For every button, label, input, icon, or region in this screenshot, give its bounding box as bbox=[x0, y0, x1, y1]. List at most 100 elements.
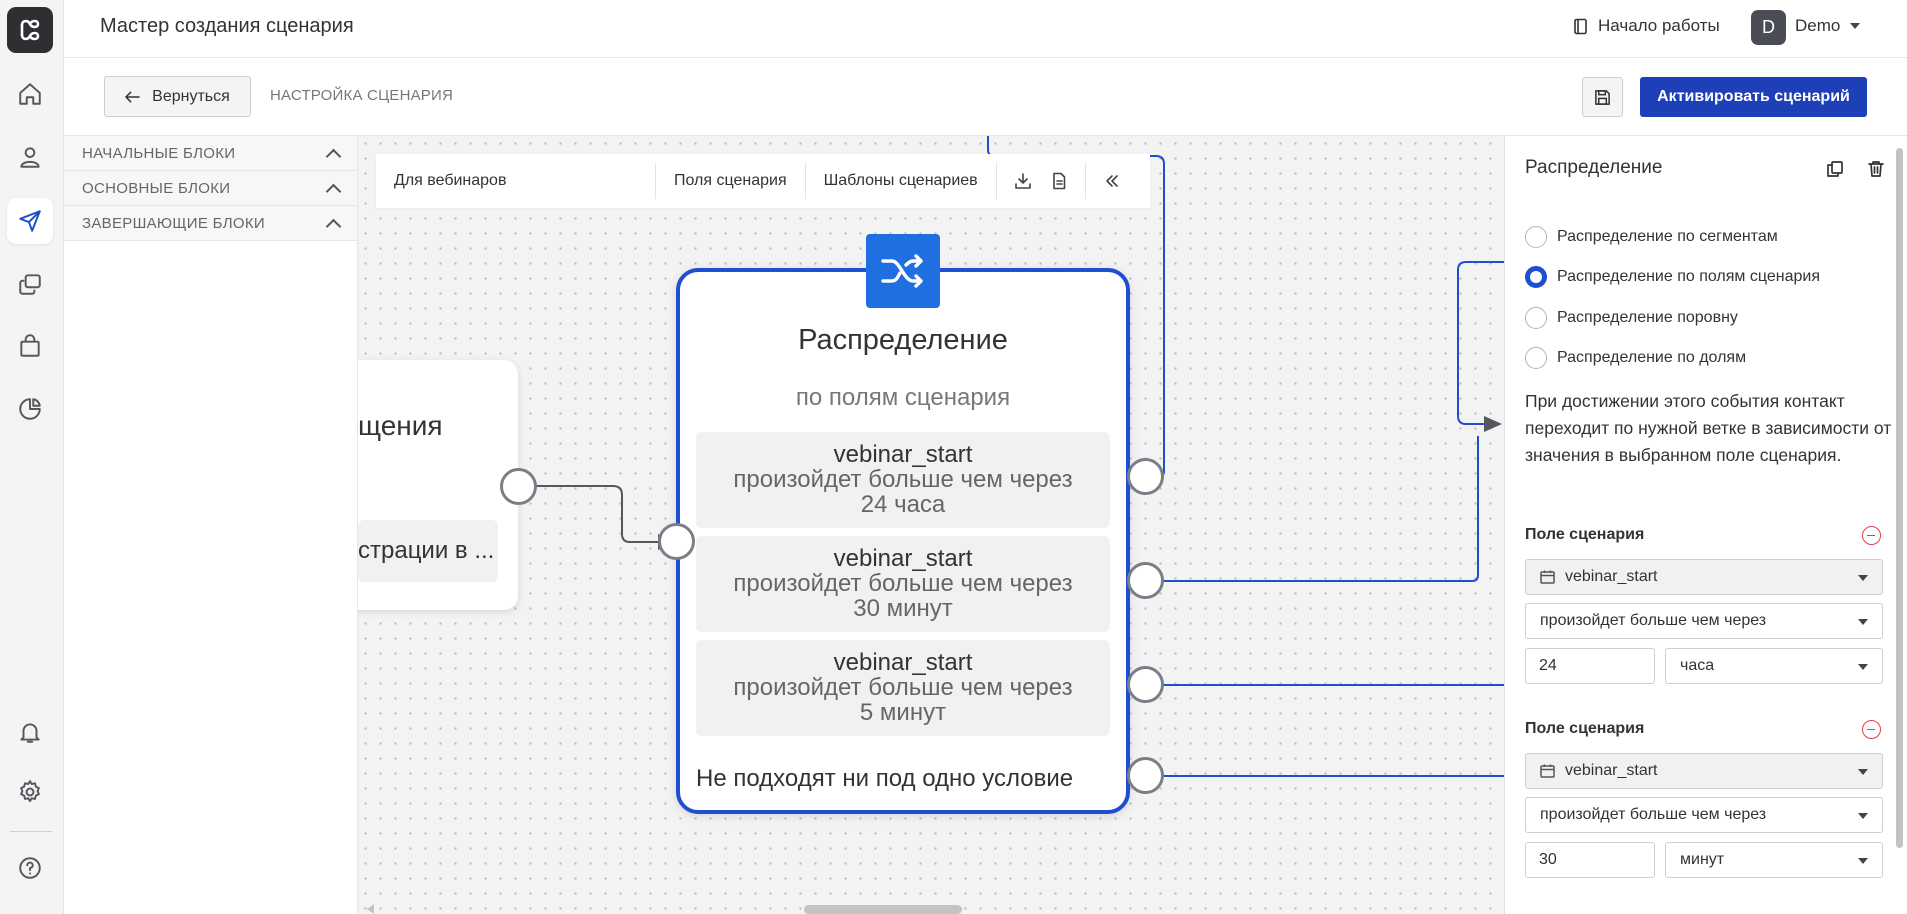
distribution-option[interactable]: Распределение по сегментам bbox=[1525, 226, 1778, 248]
category-select[interactable]: Для вебинаров bbox=[376, 163, 656, 199]
panel-description: При достижении этого события контакт пер… bbox=[1525, 391, 1892, 465]
scroll-left-arrow[interactable] bbox=[367, 904, 374, 914]
download-button[interactable] bbox=[1005, 163, 1041, 199]
field-select-value: vebinar_start bbox=[1565, 568, 1658, 585]
condition-field: vebinar_start bbox=[833, 441, 973, 468]
condition-row[interactable]: vebinar_start произойдет больше чем чере… bbox=[696, 640, 1110, 736]
logo-icon bbox=[20, 19, 40, 41]
nav-shop[interactable] bbox=[7, 323, 53, 369]
back-button[interactable]: Вернуться bbox=[104, 76, 251, 117]
fallback-label: Не подходят ни под одно условие bbox=[696, 765, 1074, 792]
nav-help[interactable] bbox=[7, 845, 53, 891]
condition-row[interactable]: vebinar_start произойдет больше чем чере… bbox=[696, 432, 1110, 528]
output-port[interactable] bbox=[1127, 458, 1164, 495]
wire-condition-2 bbox=[1148, 436, 1479, 582]
previous-node[interactable]: щения страции в ... bbox=[358, 360, 518, 610]
output-port[interactable] bbox=[1127, 562, 1164, 599]
bell-icon bbox=[20, 723, 40, 743]
radio-button-selected[interactable] bbox=[1525, 266, 1547, 288]
field-select[interactable]: vebinar_start bbox=[1525, 559, 1883, 595]
condition-field: vebinar_start bbox=[833, 545, 973, 572]
getting-started-link[interactable]: Начало работы bbox=[1573, 16, 1720, 36]
nav-home[interactable] bbox=[7, 71, 53, 117]
properties-panel: Распределение Распределение по сегментам… bbox=[1504, 136, 1907, 914]
block-group-end[interactable]: ЗАВЕРШАЮЩИЕ БЛОКИ bbox=[64, 206, 357, 241]
wire-left-to-main bbox=[518, 485, 658, 543]
field-select[interactable]: vebinar_start bbox=[1525, 753, 1883, 789]
nav-analytics[interactable] bbox=[7, 386, 53, 432]
remove-field-icon[interactable] bbox=[1862, 720, 1881, 739]
collapse-panel bbox=[1086, 163, 1138, 199]
condition-rule: произойдет больше чем через bbox=[733, 570, 1073, 597]
amount-input[interactable]: 24 bbox=[1525, 648, 1655, 684]
radio-button[interactable] bbox=[1525, 307, 1547, 329]
blocks-sidebar: НАЧАЛЬНЫЕ БЛОКИ ОСНОВНЫЕ БЛОКИ ЗАВЕРШАЮЩ… bbox=[64, 136, 358, 914]
scenario-templates-button[interactable]: Шаблоны сценариев bbox=[806, 163, 997, 199]
previous-node-row: страции в ... bbox=[358, 520, 498, 582]
condition-row[interactable]: vebinar_start произойдет больше чем чере… bbox=[696, 536, 1110, 632]
unit-select[interactable]: минут bbox=[1665, 842, 1883, 878]
distribution-option[interactable]: Распределение по полям сценария bbox=[1525, 266, 1820, 288]
chevron-down-icon bbox=[1858, 858, 1868, 864]
distribution-option[interactable]: Распределение поровну bbox=[1525, 307, 1738, 329]
save-icon bbox=[1595, 89, 1610, 105]
radio-button[interactable] bbox=[1525, 226, 1547, 248]
download-icon bbox=[1014, 173, 1031, 189]
amount-input[interactable]: 30 bbox=[1525, 842, 1655, 878]
top-header: Мастер создания сценария Начало работы D… bbox=[64, 0, 1907, 58]
collapse-button[interactable] bbox=[1094, 163, 1130, 199]
nav-settings[interactable] bbox=[7, 769, 53, 815]
pie-chart-icon bbox=[19, 398, 41, 420]
remove-field-icon[interactable] bbox=[1862, 526, 1881, 545]
horizontal-scrollbar[interactable] bbox=[358, 904, 1504, 914]
output-port[interactable] bbox=[1127, 666, 1164, 703]
shopping-bag-icon bbox=[20, 334, 40, 357]
rule-select[interactable]: произойдет больше чем через bbox=[1525, 603, 1883, 639]
duplicate-button[interactable] bbox=[1824, 158, 1846, 180]
user-menu[interactable]: Demo bbox=[1795, 16, 1861, 36]
app-logo[interactable] bbox=[7, 7, 53, 53]
delete-button[interactable] bbox=[1865, 158, 1887, 180]
option-label: Распределение по долям bbox=[1557, 349, 1747, 366]
chevron-down-icon bbox=[1858, 619, 1868, 625]
wire-incoming-right bbox=[1457, 261, 1504, 425]
scenario-canvas[interactable]: Для вебинаров Поля сценария Шаблоны сцен… bbox=[358, 136, 1504, 914]
chevron-down-icon bbox=[1858, 575, 1868, 581]
nav-templates[interactable] bbox=[7, 261, 53, 307]
unit-select[interactable]: часа bbox=[1665, 648, 1883, 684]
nav-notifications[interactable] bbox=[7, 709, 53, 755]
input-port[interactable] bbox=[658, 523, 695, 560]
distribution-option[interactable]: Распределение по долям bbox=[1525, 347, 1746, 369]
distribution-node[interactable]: Распределение по полям сценария vebinar_… bbox=[676, 234, 1130, 814]
page-title: Мастер создания сценария bbox=[100, 15, 354, 37]
block-group-start[interactable]: НАЧАЛЬНЫЕ БЛОКИ bbox=[64, 136, 357, 171]
trash-icon bbox=[1868, 161, 1884, 177]
chevron-up-icon bbox=[325, 148, 342, 164]
book-icon bbox=[1574, 18, 1587, 34]
document-button[interactable] bbox=[1041, 163, 1077, 199]
save-button[interactable] bbox=[1582, 77, 1623, 117]
option-label: Распределение по сегментам bbox=[1557, 228, 1778, 245]
gear-icon bbox=[20, 780, 40, 803]
scenario-fields-button[interactable]: Поля сценария bbox=[656, 163, 806, 199]
back-button-label: Вернуться bbox=[152, 87, 230, 105]
condition-field: vebinar_start bbox=[833, 649, 973, 676]
chevron-down-icon bbox=[1858, 769, 1868, 775]
avatar[interactable]: D bbox=[1751, 10, 1786, 45]
option-label: Распределение поровну bbox=[1557, 309, 1738, 326]
nav-campaigns[interactable] bbox=[7, 198, 53, 244]
output-port[interactable] bbox=[1127, 757, 1164, 794]
home-icon bbox=[19, 83, 41, 105]
radio-button[interactable] bbox=[1525, 347, 1547, 369]
rule-select[interactable]: произойдет больше чем через bbox=[1525, 797, 1883, 833]
getting-started-label: Начало работы bbox=[1598, 16, 1720, 35]
panel-scrollbar[interactable] bbox=[1896, 148, 1903, 848]
nav-contacts[interactable] bbox=[7, 134, 53, 180]
app-rail bbox=[0, 0, 64, 914]
output-port[interactable] bbox=[500, 468, 537, 505]
activate-scenario-button[interactable]: Активировать сценарий bbox=[1640, 77, 1867, 117]
chevron-down-icon bbox=[1850, 23, 1861, 29]
panel-title: Распределение bbox=[1525, 157, 1663, 178]
scrollbar-thumb[interactable] bbox=[804, 905, 962, 914]
block-group-main[interactable]: ОСНОВНЫЕ БЛОКИ bbox=[64, 171, 357, 206]
